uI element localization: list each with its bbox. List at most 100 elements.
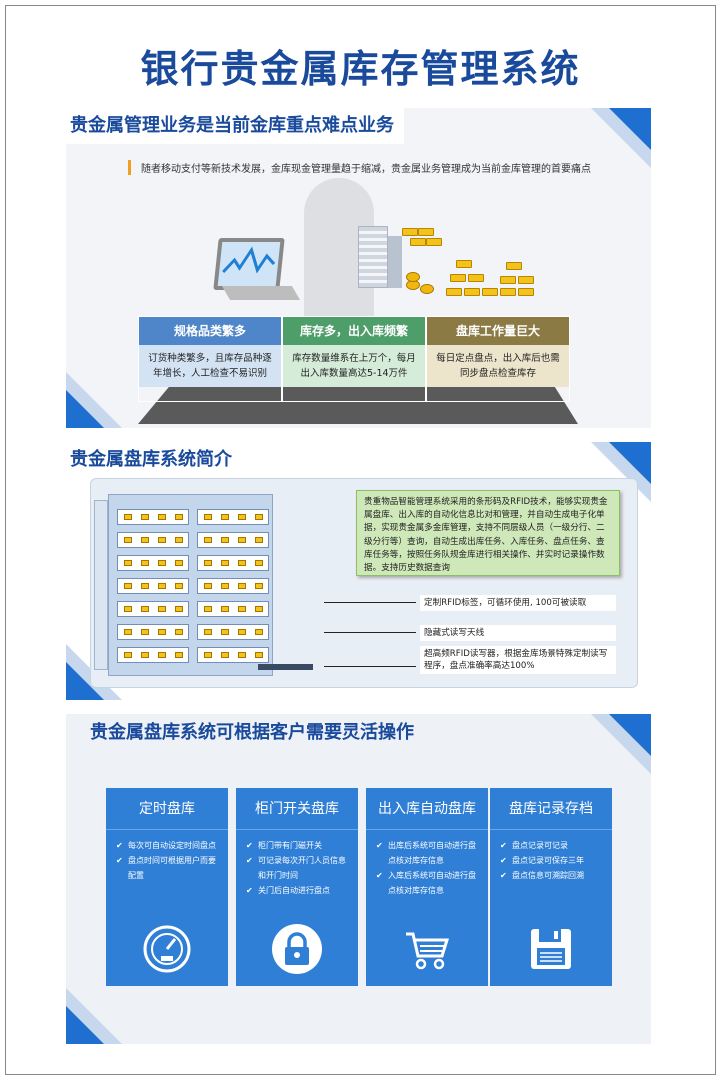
gold-bar-icon — [464, 288, 480, 296]
gold-bar-icon — [141, 606, 149, 612]
cabinet-shelf — [117, 532, 189, 548]
gold-bar-icon — [238, 560, 246, 566]
gold-bar-icon — [124, 606, 132, 612]
cabinet-shelf — [197, 578, 269, 594]
pain-point-cards: 规格品类繁多 订货种类繁多，且库存品种逐年增长，人工检查不易识别 库存多，出入库… — [138, 316, 570, 402]
feature-item: 盘点时间可根据用户而要配置 — [116, 853, 222, 883]
gold-bar-icon — [158, 560, 166, 566]
label-rfid-tag: 定制RFID标签，可循环使用, 100可被读取 — [420, 595, 616, 611]
gold-bar-icon — [238, 629, 246, 635]
gold-bar-icon — [238, 537, 246, 543]
gold-bar-icon — [141, 652, 149, 658]
gold-coin-icon — [420, 284, 434, 294]
cabinet-shelf — [117, 647, 189, 663]
feature-item: 可记录每次开门人员信息和开门时间 — [246, 853, 352, 883]
gold-bar-icon — [141, 583, 149, 589]
system-description: 贵重物品智能管理系统采用的条形码及RFID技术，能够实现贵金属盘库、出入库的自动… — [356, 490, 620, 576]
gold-bar-icon — [446, 288, 462, 296]
gold-bar-icon — [500, 276, 516, 284]
feature-item: 柜门带有门磁开关 — [246, 838, 352, 853]
cabinet-shelf — [117, 578, 189, 594]
gold-bar-icon — [158, 629, 166, 635]
gold-cabinet — [108, 494, 273, 676]
label-antenna: 隐藏式读写天线 — [420, 625, 616, 641]
cabinet-shelf — [117, 624, 189, 640]
gold-bar-icon — [255, 606, 263, 612]
corner-decoration — [609, 714, 651, 756]
card-body: 订货种类繁多，且库存品种逐年增长，人工检查不易识别 — [139, 345, 281, 387]
gold-bar-icon — [402, 228, 418, 236]
feature-door: 柜门开关盘库 柜门带有门磁开关 可记录每次开门人员信息和开门时间 关门后自动进行… — [236, 788, 358, 986]
gold-bar-icon — [500, 288, 516, 296]
gold-bar-icon — [255, 629, 263, 635]
cabinet-shelf — [197, 555, 269, 571]
feature-item: 入库后系统可自动进行盘点核对库存信息 — [376, 868, 482, 898]
gold-bar-icon — [221, 560, 229, 566]
card-body: 每日定点盘点，出入库后也需同步盘点检查库存 — [427, 345, 569, 387]
gold-bar-icon — [221, 514, 229, 520]
gold-bar-icon — [204, 514, 212, 520]
gold-bar-icon — [141, 560, 149, 566]
laptop-icon — [213, 238, 285, 290]
cart-icon — [402, 924, 452, 974]
gold-bar-icon — [468, 274, 484, 282]
gold-bar-icon — [175, 652, 183, 658]
gold-bar-icon — [255, 537, 263, 543]
feature-item: 盘点记录可保存三年 — [500, 853, 606, 868]
callout-line — [324, 602, 416, 603]
gold-bar-icon — [175, 606, 183, 612]
section-title: 贵金属管理业务是当前金库重点难点业务 — [66, 108, 404, 144]
card-title: 规格品类繁多 — [139, 317, 281, 345]
section-pain-points: 贵金属管理业务是当前金库重点难点业务 随者移动支付等新技术发展，金库现金管理量趋… — [66, 108, 651, 428]
card-inventory: 库存多，出入库频繁 库存数量维系在上万个，每月出入库数量高达5-14万件 — [282, 316, 426, 402]
label-reader: 超高频RFID读写器，根据金库场景特殊定制读写程序，盘点准确率高达100% — [420, 646, 616, 674]
card-body: 库存数量维系在上万个，每月出入库数量高达5-14万件 — [283, 345, 425, 387]
feature-item: 盘点记录可记录 — [500, 838, 606, 853]
rfid-reader — [258, 664, 313, 670]
section-title: 贵金属盘库系统简介 — [66, 442, 242, 478]
gold-bar-icon — [221, 606, 229, 612]
feature-archive: 盘库记录存档 盘点记录可记录 盘点记录可保存三年 盘点信息可溯踪回溯 — [490, 788, 612, 986]
gold-bar-icon — [238, 514, 246, 520]
corner-decoration — [66, 1006, 104, 1044]
gold-bar-icon — [221, 583, 229, 589]
gold-bar-icon — [175, 514, 183, 520]
gold-bar-icon — [221, 537, 229, 543]
gold-bar-icon — [204, 652, 212, 658]
feature-item: 关门后自动进行盘点 — [246, 883, 352, 898]
feature-item: 出库后系统可自动进行盘点核对库存信息 — [376, 838, 482, 868]
cabinet-shelf — [197, 624, 269, 640]
gold-bar-icon — [238, 583, 246, 589]
gold-bar-icon — [124, 537, 132, 543]
card-workload: 盘库工作量巨大 每日定点盘点，出入库后也需同步盘点检查库存 — [426, 316, 570, 402]
corner-decoration — [609, 442, 651, 484]
gold-bar-icon — [124, 629, 132, 635]
corner-decoration — [609, 108, 651, 150]
cabinet-shelf — [117, 555, 189, 571]
gold-bar-icon — [482, 288, 498, 296]
gold-coin-icon — [406, 272, 420, 282]
feature-item: 盘点信息可溯踪回溯 — [500, 868, 606, 883]
feature-title: 柜门开关盘库 — [236, 788, 358, 830]
feature-inout: 出入库自动盘库 出库后系统可自动进行盘点核对库存信息 入库后系统可自动进行盘点核… — [366, 788, 488, 986]
lock-icon — [272, 924, 322, 974]
gold-bar-icon — [518, 276, 534, 284]
gold-bar-icon — [238, 606, 246, 612]
gold-bar-icon — [158, 537, 166, 543]
gold-bar-icon — [204, 560, 212, 566]
gold-bar-icon — [456, 260, 472, 268]
card-title: 盘库工作量巨大 — [427, 317, 569, 345]
gold-bar-icon — [175, 583, 183, 589]
gold-bar-icon — [506, 262, 522, 270]
section-title: 贵金属盘库系统可根据客户需要灵活操作 — [90, 722, 414, 743]
gold-bar-icon — [221, 629, 229, 635]
cabinet-shelf — [197, 601, 269, 617]
gold-bar-icon — [204, 629, 212, 635]
section-system-intro: 贵金属盘库系统简介 贵重物品智能管理系统采用的条形码及RFID技术，能够实现贵金… — [66, 442, 651, 700]
gold-bar-icon — [158, 606, 166, 612]
gold-bar-icon — [175, 560, 183, 566]
section-operation-modes: 贵金属盘库系统可根据客户需要灵活操作 定时盘库 每次可自动设定时间盘点 盘点时间… — [66, 714, 651, 1044]
gold-bar-icon — [255, 560, 263, 566]
gold-bar-icon — [204, 606, 212, 612]
feature-title: 出入库自动盘库 — [366, 788, 488, 830]
